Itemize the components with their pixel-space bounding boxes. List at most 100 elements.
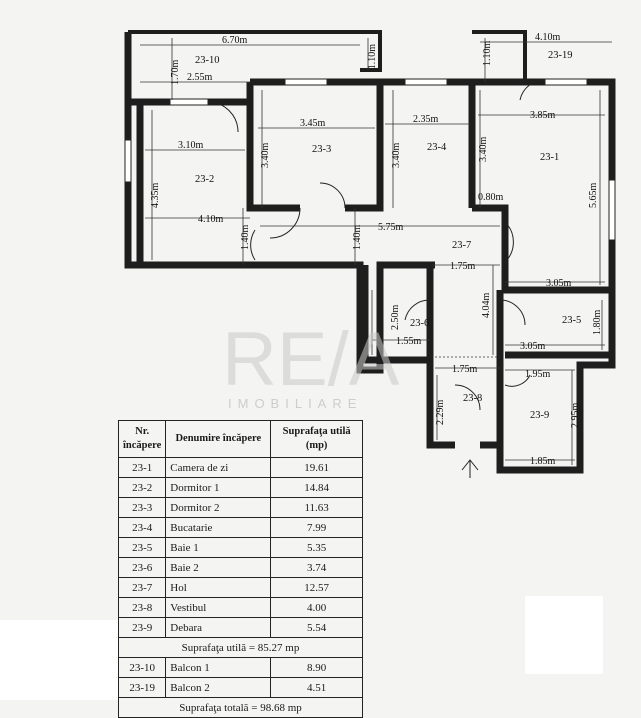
useful-total: Suprafaţa utilă = 85.27 mp	[118, 637, 363, 658]
cell-name: Hol	[165, 577, 272, 598]
dim-label: 0.80m	[478, 192, 504, 203]
cell-nr: 23-8	[117, 597, 167, 618]
area-table: Nr. încăpere Denumire încăpere Suprafaţa…	[117, 420, 363, 718]
dim-label: 3.40m	[260, 143, 271, 169]
dim-label: 2.95m	[570, 403, 581, 429]
blank-box-left	[0, 620, 118, 700]
dim-label: 4.04m	[481, 293, 492, 319]
cell-area: 3.74	[270, 557, 363, 578]
cell-area: 12.57	[270, 577, 363, 598]
dim-label: 1.80m	[592, 310, 603, 336]
cell-name: Balcon 2	[165, 677, 272, 698]
dim-label: 4.10m	[535, 32, 561, 43]
watermark-sub: IMOBILIARE	[228, 396, 362, 411]
watermark-brand: RE/A	[222, 317, 400, 402]
room-label: 23-6	[410, 318, 429, 329]
room-label: 23-19	[548, 50, 573, 61]
room-label: 23-1	[540, 152, 559, 163]
cell-name: Camera de zi	[165, 457, 272, 478]
room-label: 23-9	[530, 410, 549, 421]
cell-name: Debara	[165, 617, 272, 638]
cell-name: Baie 1	[165, 537, 272, 558]
dim-label: 3.85m	[530, 110, 556, 121]
dim-label: 1.95m	[525, 369, 551, 380]
cell-area: 7.99	[270, 517, 363, 538]
dim-label: 5.65m	[588, 183, 599, 209]
dim-label: 1.85m	[530, 456, 556, 467]
room-label: 23-4	[427, 142, 447, 153]
floor-plan: 6.70m 1.10m 1.70m 2.55m 4.10m 1.10m 3.45…	[124, 30, 616, 478]
cell-area: 14.84	[270, 477, 363, 498]
header-area: Suprafaţa utilă (mp)	[270, 420, 363, 458]
dim-label: 1.75m	[452, 364, 478, 375]
cell-nr: 23-5	[117, 537, 167, 558]
cell-nr: 23-7	[117, 577, 167, 598]
dim-label: 2.50m	[390, 305, 401, 331]
dim-label: 1.70m	[170, 60, 181, 86]
dim-label: 2.35m	[413, 114, 439, 125]
cell-area: 4.00	[270, 597, 363, 618]
room-label: 23-3	[312, 144, 331, 155]
cell-nr: 23-10	[117, 657, 167, 678]
cell-area: 19.61	[270, 457, 363, 478]
dimension-labels: 6.70m 1.10m 1.70m 2.55m 4.10m 1.10m 3.45…	[150, 32, 603, 467]
dim-label: 4.35m	[150, 183, 161, 209]
dim-label: 1.10m	[482, 41, 493, 67]
cell-name: Baie 2	[165, 557, 272, 578]
windows	[124, 78, 616, 241]
dim-label: 1.40m	[352, 225, 363, 251]
dim-label: 3.05m	[546, 278, 572, 289]
cell-nr: 23-1	[117, 457, 167, 478]
dim-label: 3.40m	[391, 143, 402, 169]
cell-area: 11.63	[270, 497, 363, 518]
grand-total-row: Suprafaţa totală = 98.68 mp	[118, 697, 363, 718]
dim-label: 1.55m	[396, 336, 422, 347]
cell-name: Bucatarie	[165, 517, 272, 538]
dim-label: 3.05m	[520, 341, 546, 352]
cell-area: 8.90	[270, 657, 363, 678]
dim-label: 3.45m	[300, 118, 326, 129]
cell-nr: 23-3	[117, 497, 167, 518]
doors	[207, 79, 546, 478]
room-label: 23-2	[195, 174, 214, 185]
table-header-row: Nr. încăpere Denumire încăpere Suprafaţa…	[117, 420, 363, 458]
cell-name: Dormitor 1	[165, 477, 272, 498]
cell-area: 5.54	[270, 617, 363, 638]
cell-nr: 23-4	[117, 517, 167, 538]
room-label: 23-7	[452, 240, 471, 251]
cell-name: Dormitor 2	[165, 497, 272, 518]
dim-label: 1.40m	[240, 225, 251, 251]
dim-label: 2.55m	[187, 72, 213, 83]
useful-total-row: Suprafaţa utilă = 85.27 mp	[118, 637, 363, 658]
dim-label: 2.29m	[435, 400, 446, 426]
cell-nr: 23-19	[117, 677, 167, 698]
blank-box-right	[525, 596, 603, 674]
header-name: Denumire încăpere	[165, 420, 272, 458]
dim-label: 3.40m	[478, 137, 489, 163]
dim-label: 4.10m	[198, 214, 224, 225]
cell-name: Balcon 1	[165, 657, 272, 678]
dim-label: 3.10m	[178, 140, 204, 151]
cell-nr: 23-9	[117, 617, 167, 638]
cell-area: 4.51	[270, 677, 363, 698]
dim-label: 6.70m	[222, 35, 248, 46]
room-label: 23-8	[463, 393, 482, 404]
cell-nr: 23-6	[117, 557, 167, 578]
grand-total: Suprafaţa totală = 98.68 mp	[118, 697, 363, 718]
header-nr: Nr. încăpere	[117, 420, 167, 458]
dim-label: 5.75m	[378, 222, 404, 233]
cell-name: Vestibul	[165, 597, 272, 618]
cell-nr: 23-2	[117, 477, 167, 498]
room-label: 23-10	[195, 55, 220, 66]
